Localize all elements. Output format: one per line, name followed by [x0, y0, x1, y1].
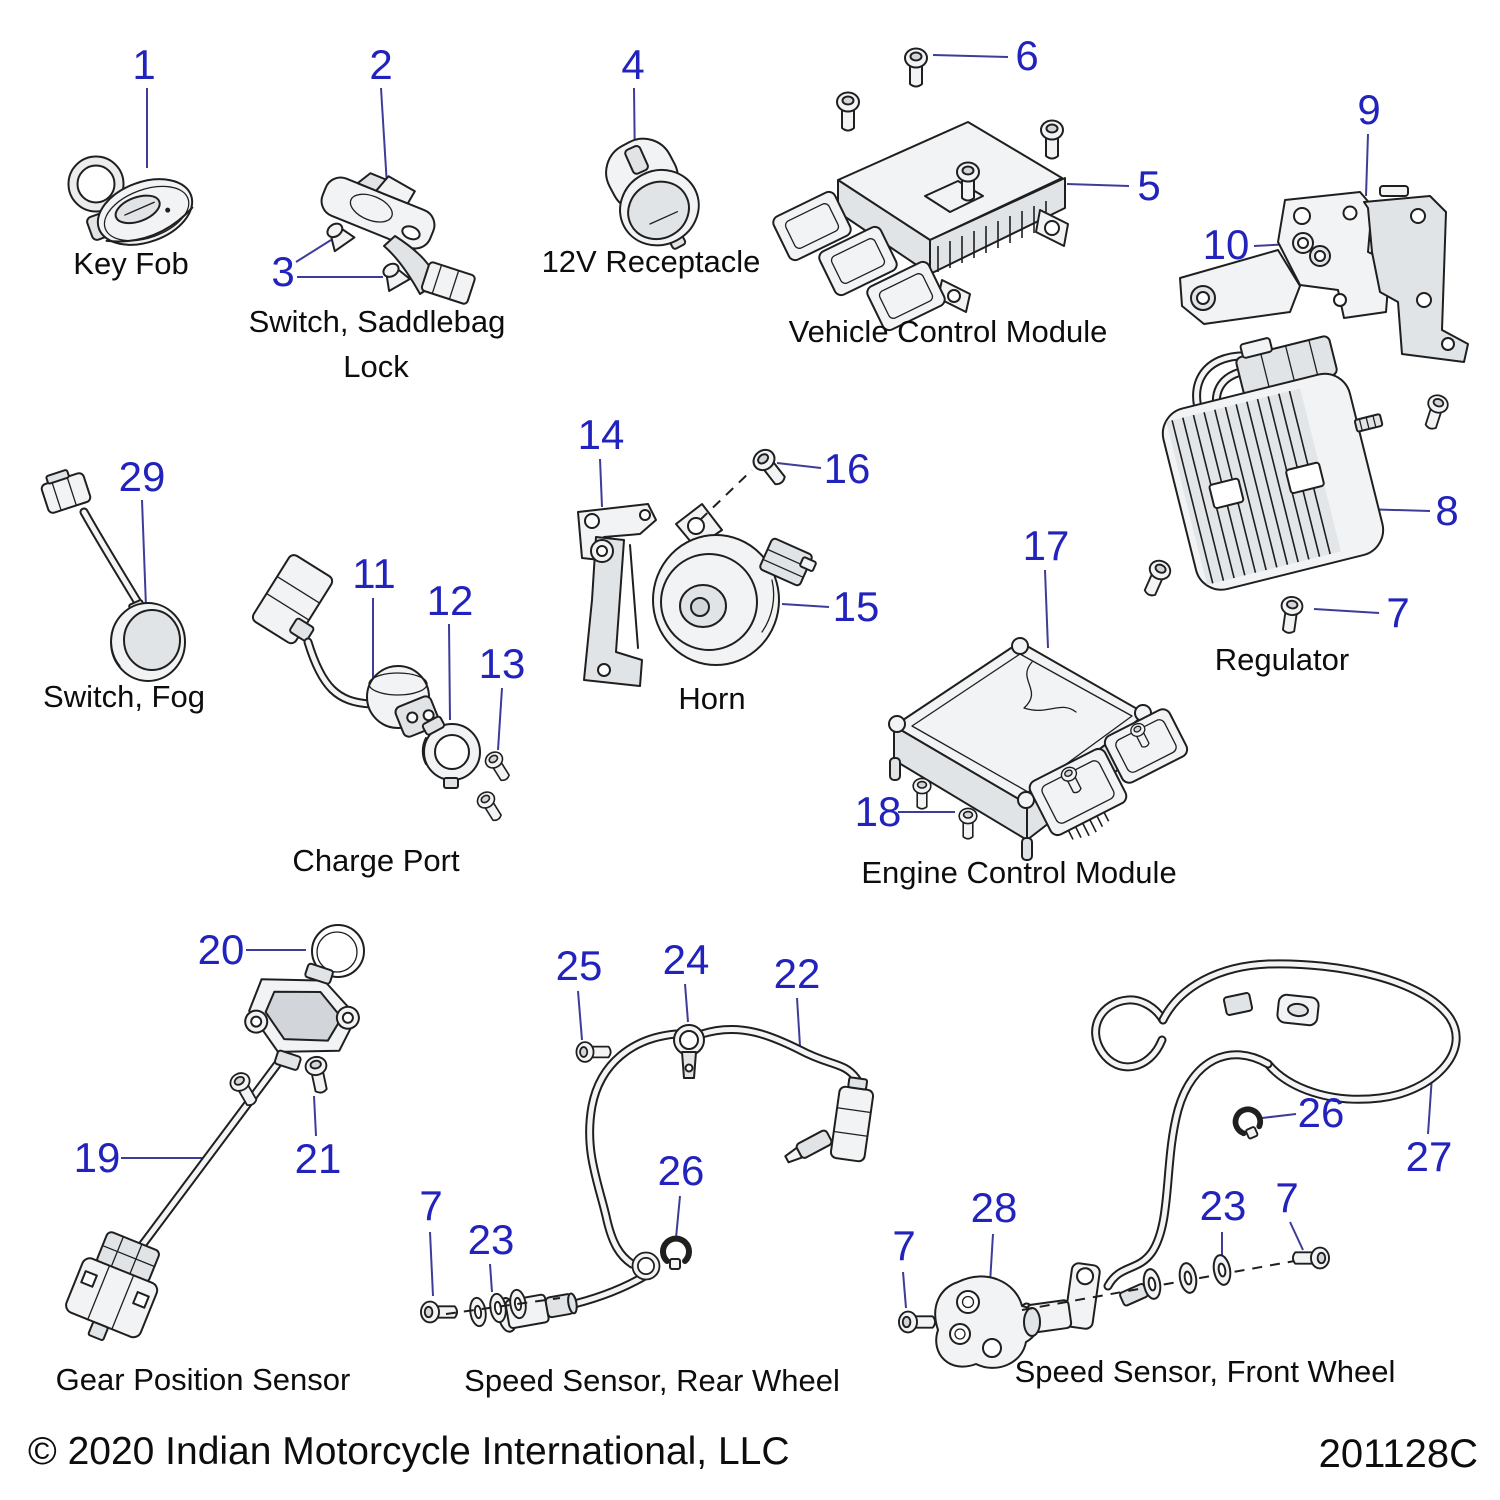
callout-5-vcm: 5: [1137, 162, 1161, 209]
callout-23-rear-washers: 23: [467, 1216, 515, 1263]
label-key-fob: Key Fob: [73, 246, 189, 282]
callout-7-rear-bolt: 7: [419, 1182, 443, 1229]
speed-sensor-rear-drawing: [420, 1024, 875, 1333]
callout-22-rear-harness: 22: [773, 950, 821, 997]
callout-20-oring: 20: [197, 926, 245, 973]
regulator-drawing: [1138, 335, 1385, 636]
callout-26-rear-clip: 26: [657, 1147, 705, 1194]
callout-18-ecm-screws: 18: [854, 788, 902, 835]
label-charge-port: Charge Port: [292, 843, 460, 879]
callout-11-charge-port: 11: [352, 550, 396, 597]
label-horn: Horn: [678, 681, 746, 717]
callout-29-switch-fog: 29: [118, 453, 166, 500]
callout-3-saddlebag-pins: 3: [271, 248, 295, 295]
callout-14-horn-bracket: 14: [577, 411, 625, 458]
callout-13-charge-screws: 13: [478, 640, 526, 687]
key-fob-drawing: [67, 155, 194, 246]
callout-10-bracket-nut: 10: [1202, 221, 1250, 268]
label-engine-control-module: Engine Control Module: [861, 855, 1177, 891]
diagram-code: 201128C: [1318, 1432, 1478, 1476]
callout-8-regulator: 8: [1435, 487, 1459, 534]
charge-port-drawing: [251, 554, 515, 825]
callout-28-front-rotor: 28: [970, 1184, 1018, 1231]
callout-24-rear-clamp: 24: [662, 936, 710, 983]
callout-7-regulator-screw: 7: [1386, 589, 1410, 636]
callout-19-gear-sensor: 19: [73, 1134, 121, 1181]
engine-control-module-drawing: [888, 637, 1189, 861]
saddlebag-lock-switch-drawing: [320, 172, 476, 305]
label-speed-sensor-front: Speed Sensor, Front Wheel: [1014, 1354, 1396, 1390]
label-switch-fog: Switch, Fog: [43, 679, 205, 715]
speed-sensor-front-drawing: [898, 959, 1461, 1369]
callout-1-key-fob: 1: [132, 41, 156, 88]
label-regulator: Regulator: [1214, 642, 1350, 678]
vehicle-control-module-drawing: [772, 47, 1069, 332]
label-saddlebag-line1: Switch, Saddlebag: [248, 304, 506, 340]
leader-lines: [121, 54, 1433, 1309]
callout-23-front-washer: 23: [1199, 1182, 1247, 1229]
callout-15-horn: 15: [832, 583, 880, 630]
callout-4-receptacle: 4: [621, 41, 645, 88]
horn-drawing: [577, 444, 817, 687]
callout-2-saddlebag: 2: [369, 41, 393, 88]
callout-6-vcm-screw: 6: [1015, 32, 1039, 79]
bracket-nut-drawing: [1292, 232, 1314, 254]
mounting-bracket-drawing: [1179, 185, 1469, 433]
callout-12-charge-ring: 12: [426, 577, 474, 624]
callout-7-front-bolt-left: 7: [892, 1222, 916, 1269]
callout-27-front-harness: 27: [1405, 1133, 1453, 1180]
switch-fog-drawing: [40, 469, 186, 682]
copyright-text: © 2020 Indian Motorcycle International, …: [28, 1430, 790, 1473]
callout-9-bracket: 9: [1357, 86, 1381, 133]
callout-17-ecm: 17: [1022, 522, 1070, 569]
callout-16-horn-screw: 16: [823, 445, 871, 492]
receptacle-12v-drawing: [605, 137, 700, 250]
label-12v-receptacle: 12V Receptacle: [541, 244, 761, 280]
label-vehicle-control-module: Vehicle Control Module: [788, 314, 1108, 350]
callout-26-front-clip: 26: [1297, 1089, 1345, 1136]
gear-position-sensor-drawing: [65, 924, 365, 1342]
callout-25-rear-bolt: 25: [555, 942, 603, 989]
callout-7-front-bolt-right: 7: [1275, 1174, 1299, 1221]
callout-21-gear-screw: 21: [294, 1135, 342, 1182]
label-gear-position-sensor: Gear Position Sensor: [55, 1362, 351, 1398]
label-saddlebag-line2: Lock: [343, 349, 409, 385]
label-speed-sensor-rear: Speed Sensor, Rear Wheel: [464, 1363, 840, 1399]
